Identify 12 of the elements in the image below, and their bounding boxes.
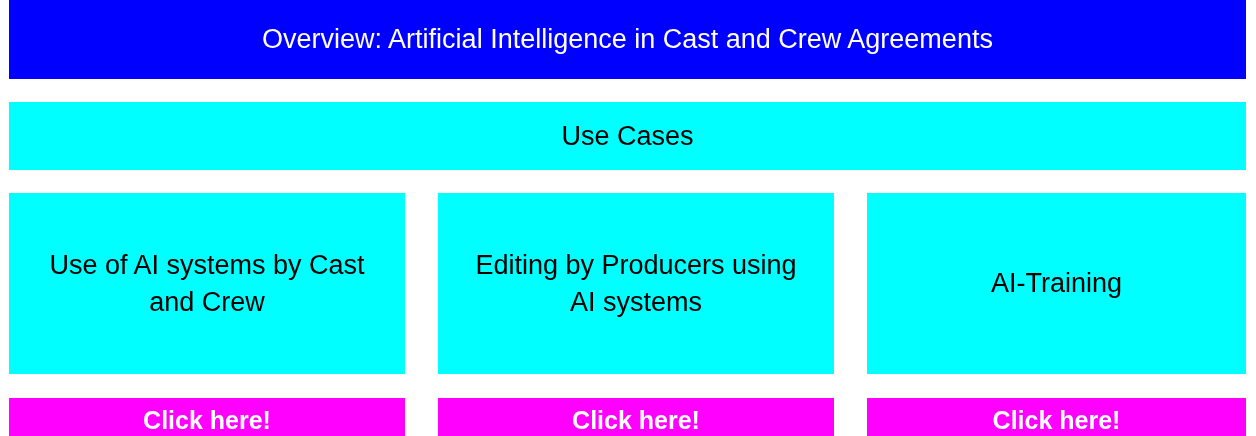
click-here-button: Click here! xyxy=(9,398,405,436)
click-here-button: Click here! xyxy=(867,398,1246,436)
click-here-button: Click here! xyxy=(438,398,834,436)
title-text: Overview: Artificial Intelligence in Cast and Crew Agreements xyxy=(262,24,993,55)
section-band xyxy=(9,102,1246,170)
use-case-box xyxy=(867,193,1246,374)
box-label: Editing by Producers using AI systems xyxy=(474,248,798,319)
box-label: Use of AI systems by Cast and Crew xyxy=(48,248,366,319)
use-case-box xyxy=(9,193,405,374)
section-heading: Use Cases xyxy=(561,120,694,152)
use-case-box xyxy=(438,193,834,374)
box-label: AI-Training xyxy=(990,267,1122,300)
